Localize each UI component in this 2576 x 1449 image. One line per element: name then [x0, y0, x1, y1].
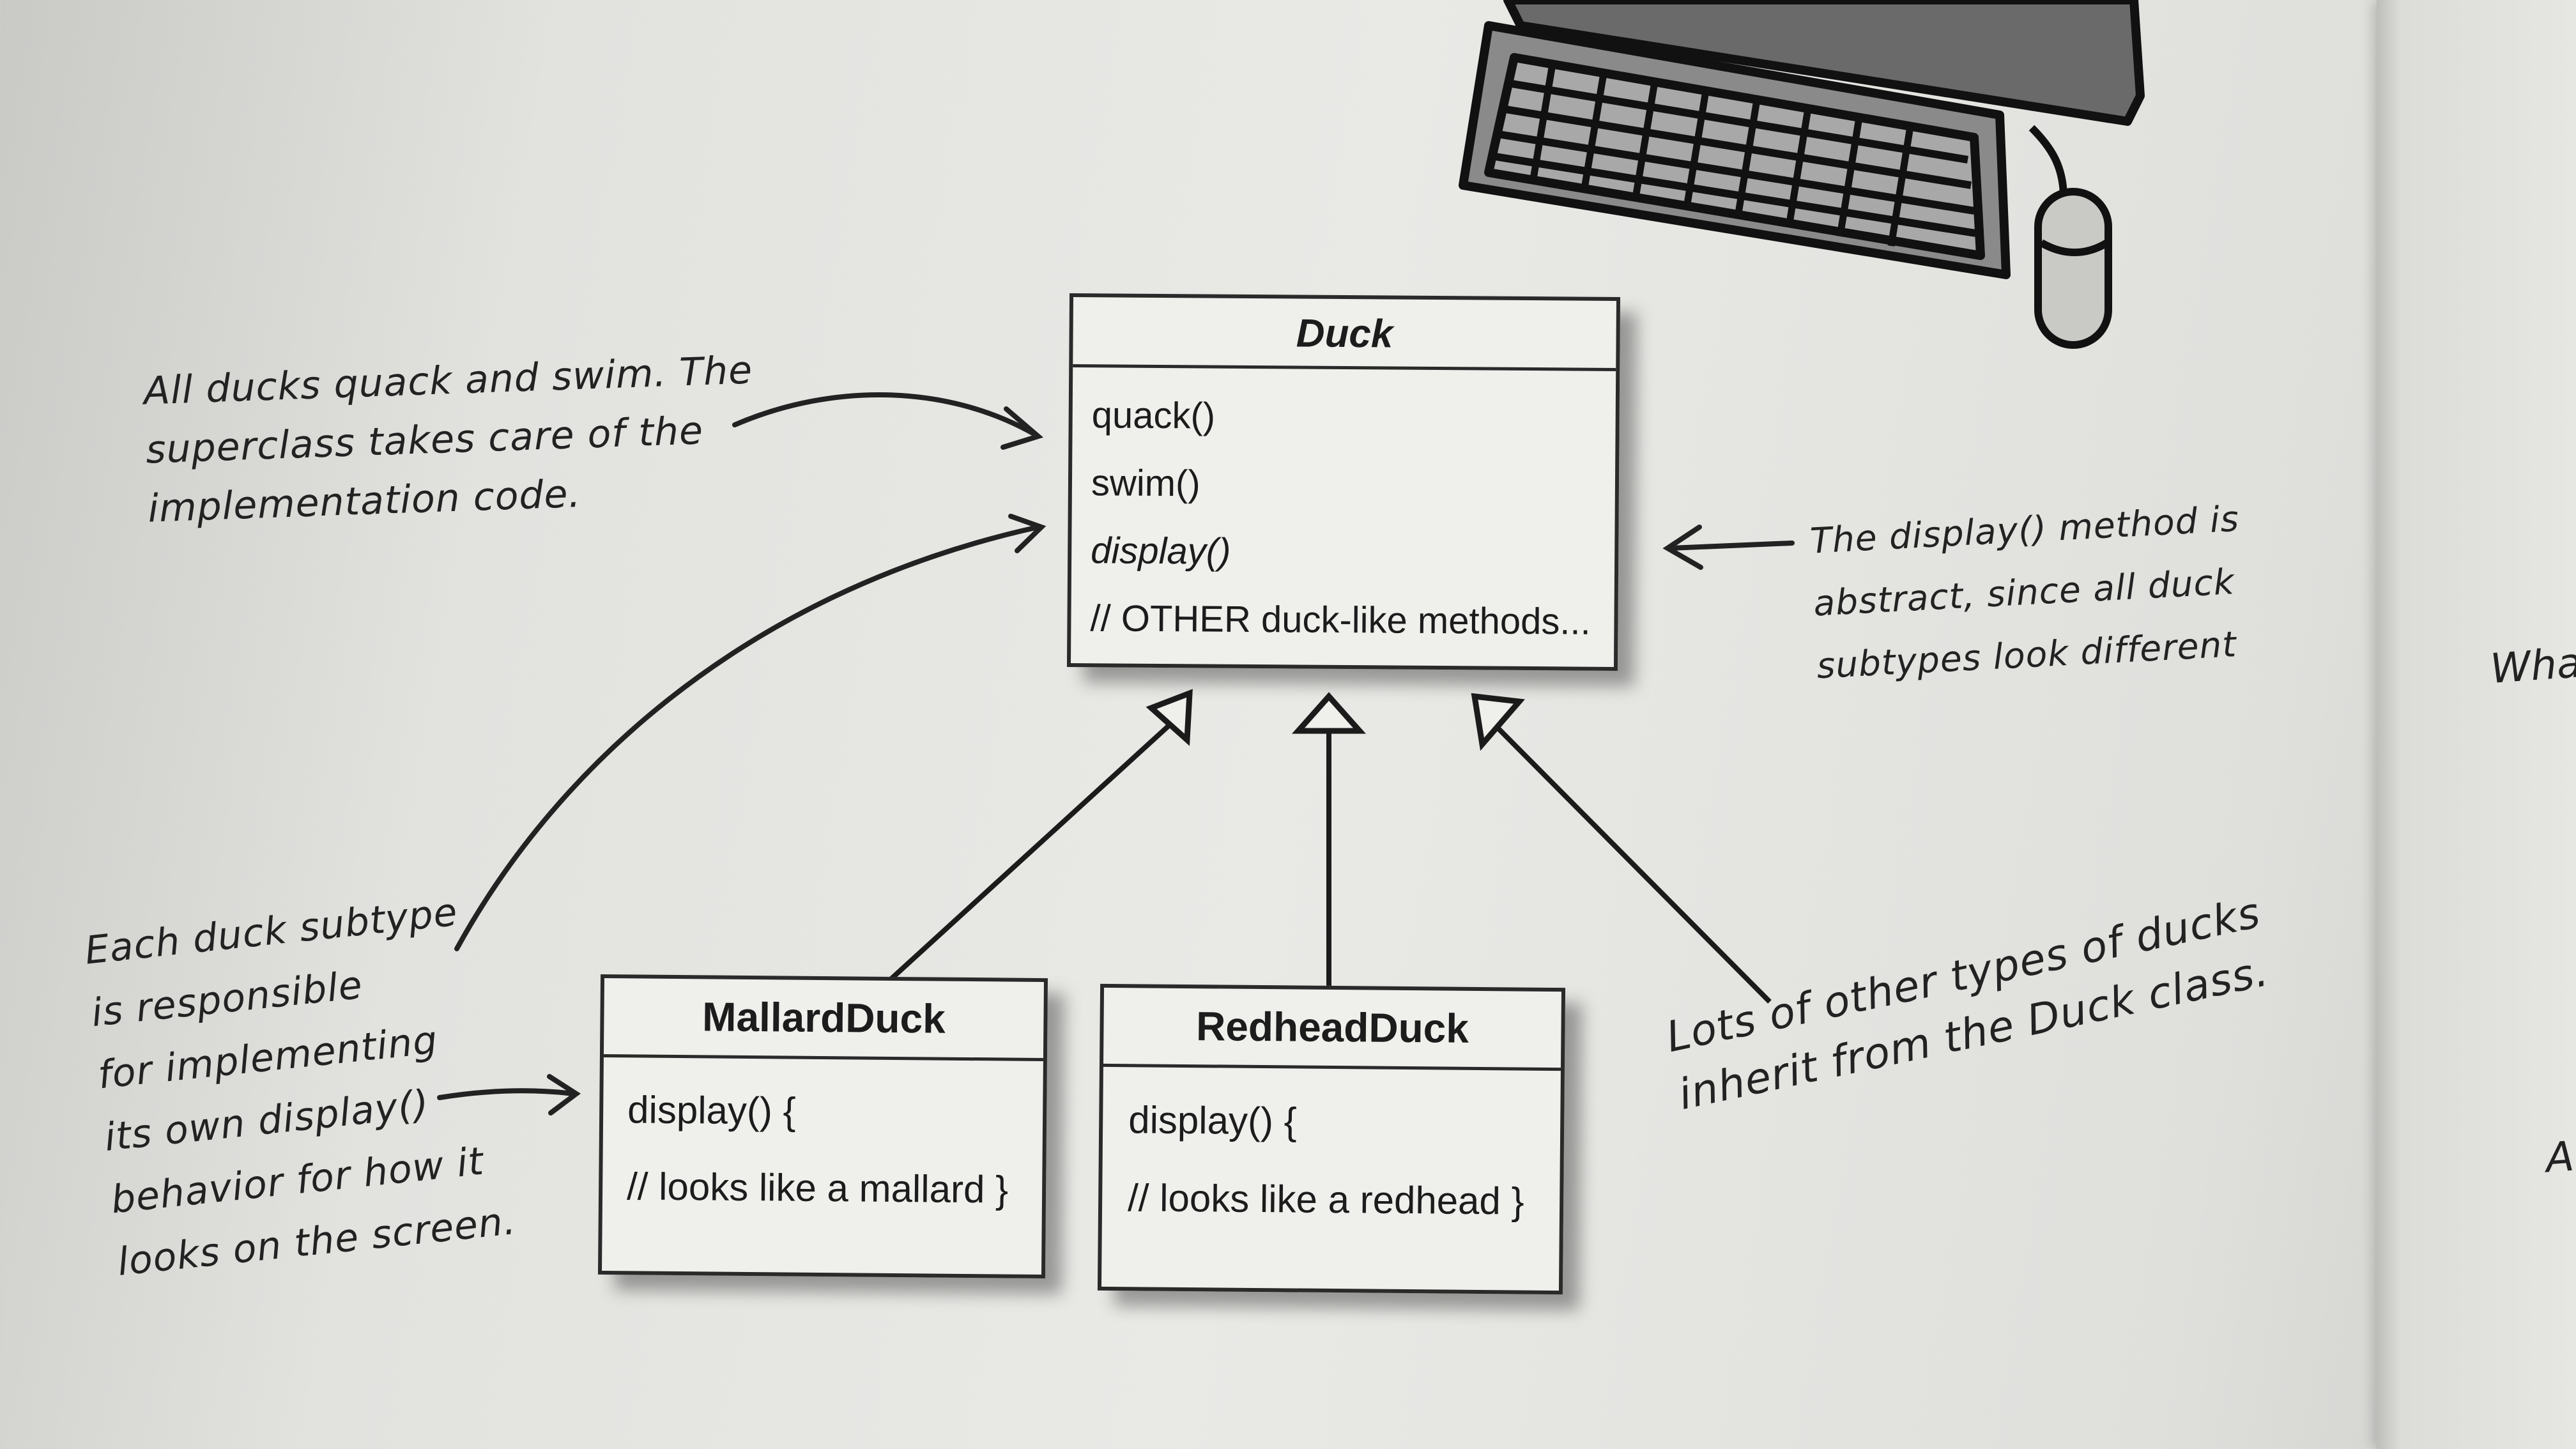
other-types-arrowhead-icon [1471, 693, 1525, 751]
subtype-note-arrow-right [437, 1088, 576, 1100]
annotation-arrows [437, 392, 1795, 1116]
subtype-right-arrowhead-icon [547, 1074, 581, 1116]
duck-class-methods: quack() swim() display() // OTHER duck-l… [1071, 367, 1616, 656]
note-quack-swim: All ducks quack and swim. The superclass… [142, 341, 758, 538]
mallard-class-name: MallardDuck [603, 978, 1044, 1062]
mallard-class-body: display() { // looks like a mallard } [602, 1057, 1043, 1229]
display-note-arrowhead-icon [1662, 525, 1703, 570]
note-subtype-responsibility: Each duck subtype is responsible for imp… [82, 878, 519, 1294]
method-swim: swim() [1091, 462, 1200, 505]
other-types-inheritance-line [1490, 720, 1772, 1004]
quack-note-arrowhead-icon [1000, 406, 1044, 450]
duck-class-box: Duck quack() swim() display() // OTHER d… [1066, 293, 1621, 671]
redhead-display-comment: // looks like a redhead } [1127, 1176, 1524, 1223]
mouse-illustration [2028, 125, 2112, 349]
display-note-arrow [1668, 540, 1795, 551]
subtype-up-arrowhead-icon [1008, 514, 1046, 553]
redhead-class-body: display() { // looks like a redhead } [1102, 1067, 1561, 1241]
subtype-note-arrow-up [454, 525, 1041, 951]
keyboard-illustration [1459, 0, 2145, 279]
method-quack: quack() [1091, 394, 1216, 437]
inheritance-arrows [889, 719, 1772, 1004]
redhead-class-name: RedheadDuck [1103, 987, 1562, 1071]
duck-class-name: Duck [1073, 297, 1616, 371]
mallard-inheritance-line [889, 719, 1176, 981]
mallard-duck-class-box: MallardDuck display() { // looks like a … [597, 974, 1048, 1279]
note-display-abstract: The display() method is abstract, since … [1809, 487, 2248, 698]
method-display: display() [1091, 530, 1231, 572]
mallard-display-comment: // looks like a mallard } [626, 1165, 1009, 1211]
quack-note-arrow [732, 392, 1038, 437]
method-other: // OTHER duck-like methods... [1090, 597, 1591, 643]
inheritance-arrowheads [1146, 689, 1525, 751]
facing-page-edge [2377, 0, 2576, 1449]
redhead-duck-class-box: RedheadDuck display() { // looks like a … [1097, 983, 1566, 1295]
mallard-arrowhead-icon [1146, 689, 1193, 746]
redhead-arrowhead-icon [1291, 692, 1367, 734]
mallard-display-open: display() { [627, 1088, 796, 1133]
redhead-display-open: display() { [1128, 1098, 1297, 1143]
